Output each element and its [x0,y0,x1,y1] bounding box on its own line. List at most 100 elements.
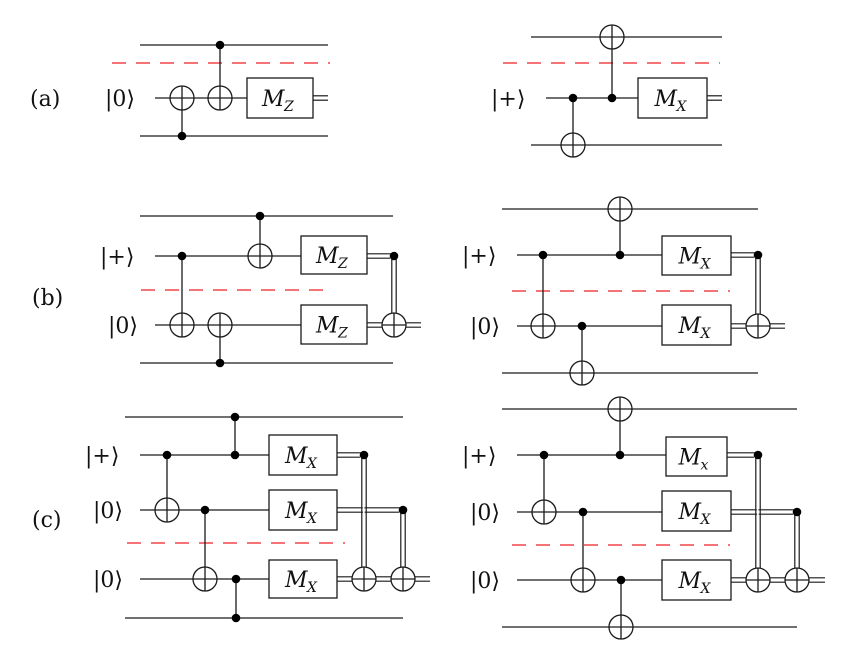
control-dot [359,450,369,460]
measurement-basis: X [700,581,712,597]
panel-label-b: (b) [32,286,63,311]
measurement-basis: Z [337,326,348,342]
measurement-rect [300,235,368,275]
input-state-label: |0⟩ [93,499,123,524]
cnot-target [608,614,634,640]
measurement-rect [661,235,732,276]
control-dot [398,505,408,515]
cnot-target [569,360,595,386]
measurement-rect [661,490,732,532]
input-state-label: |0⟩ [470,569,500,594]
input-state-label: |+⟩ [462,444,496,469]
measurement-rect [268,489,338,531]
input-state-label: |+⟩ [100,245,134,270]
cnot-gate [607,396,633,460]
measurement-rect [637,77,708,119]
cnot-gate [599,24,625,103]
control-dot [215,358,225,368]
measurement-basis: X [700,257,712,273]
measurement-basis: X [700,326,712,342]
cnot-target [169,312,195,338]
cnot-gate [247,211,273,269]
input-state-label: |0⟩ [108,314,138,339]
control-dot [230,450,240,460]
cnot-target [207,312,233,338]
control-dot [231,574,241,584]
control-dot [538,250,548,260]
measurement-rect [246,77,314,119]
cnot-gate [569,321,595,386]
cnot-gate [192,505,218,592]
measurement-label: M [678,569,702,594]
cnot-target [599,24,625,50]
control-dot [616,575,626,585]
control-dot [615,450,625,460]
cnot-target [351,566,377,592]
cnot-gate [207,40,233,111]
measurement-label: M [284,568,308,593]
control-dot [162,450,172,460]
control-dot [792,507,802,517]
cnot-gate [570,507,596,593]
control-dot [578,507,588,517]
input-state-label: |+⟩ [491,87,525,112]
measurement-basis: X [306,511,318,527]
control-dot [230,412,240,422]
measurement-rect [661,559,732,601]
cnot-target [154,497,180,523]
cnot-target [745,313,771,339]
measurement-rect [268,434,338,476]
control-dot [615,250,625,260]
cnot-target [530,313,556,339]
measurement-rect [268,559,338,599]
controlled-z-gate [230,412,240,460]
control-dot [200,505,210,515]
control-dot [568,93,578,103]
measurement-label: M [678,245,702,270]
cnot-gate [560,93,586,158]
measurement-basis: Z [283,99,294,115]
input-state-label: |+⟩ [462,244,496,269]
cnot-gate [169,85,195,141]
measurement-label: M [678,314,702,339]
cnot-target [192,566,218,592]
control-dot [753,450,763,460]
panel-label-a: (a) [30,87,60,112]
control-dot [215,40,225,50]
measurement-label: M [315,244,339,269]
cnot-target [560,132,586,158]
control-dot [389,251,399,261]
control-dot [607,93,617,103]
control-dot [177,251,187,261]
cnot-target [390,566,416,592]
cnot-gate [607,196,633,260]
measurement-label: M [315,314,339,339]
input-state-label: |0⟩ [105,87,135,112]
control-dot [753,250,763,260]
measurement-label: M [261,87,285,112]
cnot-target [381,312,407,338]
cnot-target [247,243,273,269]
measurement-rect [665,436,728,477]
input-state-label: |0⟩ [470,315,500,340]
measurement-rect [300,304,368,345]
measurement-basis: X [700,512,712,528]
input-state-label: |0⟩ [93,568,123,593]
control-dot [177,131,187,141]
cnot-gate [169,251,195,338]
measurement-rect [661,304,732,346]
measurement-basis: x [701,458,709,474]
